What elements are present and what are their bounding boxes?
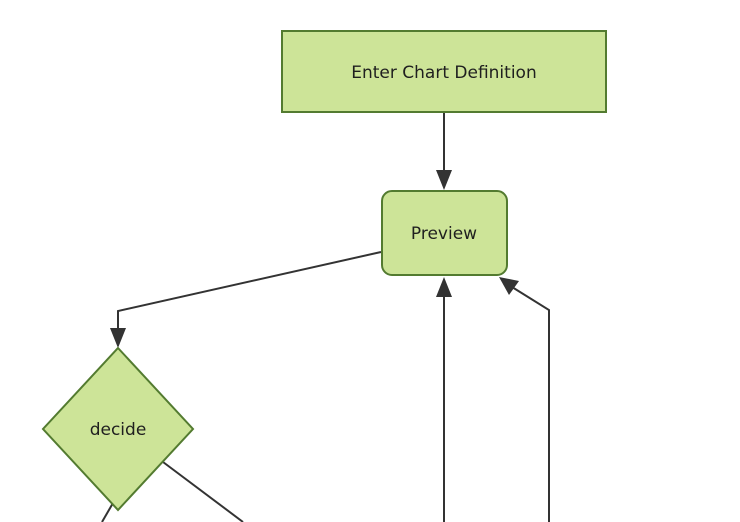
node-enter-chart-definition[interactable]: Enter Chart Definition <box>281 30 607 113</box>
node-preview[interactable]: Preview <box>381 190 508 276</box>
edge-bottom-right-to-preview <box>499 277 550 522</box>
edge-decide-bottom-branch-line <box>101 502 114 522</box>
edge-preview-to-decide-line <box>117 251 382 332</box>
arrow-head-icon <box>110 328 126 348</box>
arrow-head-icon <box>499 277 519 295</box>
node-enter-chart-definition-shape <box>281 30 607 113</box>
node-preview-label: Preview <box>411 224 477 244</box>
node-decide-shape <box>41 346 195 512</box>
edge-decide-right-branch <box>162 461 244 522</box>
arrow-head-icon <box>436 277 452 297</box>
arrow-head-icon <box>436 170 452 190</box>
edge-enter-to-preview <box>436 113 452 190</box>
node-enter-chart-definition-label: Enter Chart Definition <box>351 63 536 83</box>
edge-preview-to-decide <box>110 251 382 348</box>
edge-bottom-right-to-preview-line <box>511 286 550 522</box>
edge-bottom-left-to-preview <box>436 277 452 522</box>
node-decide[interactable]: decide <box>41 346 195 512</box>
edge-decide-bottom-branch <box>101 502 114 522</box>
node-decide-label: decide <box>90 420 147 440</box>
node-preview-shape <box>381 190 508 276</box>
edge-decide-right-branch-line <box>162 461 244 522</box>
